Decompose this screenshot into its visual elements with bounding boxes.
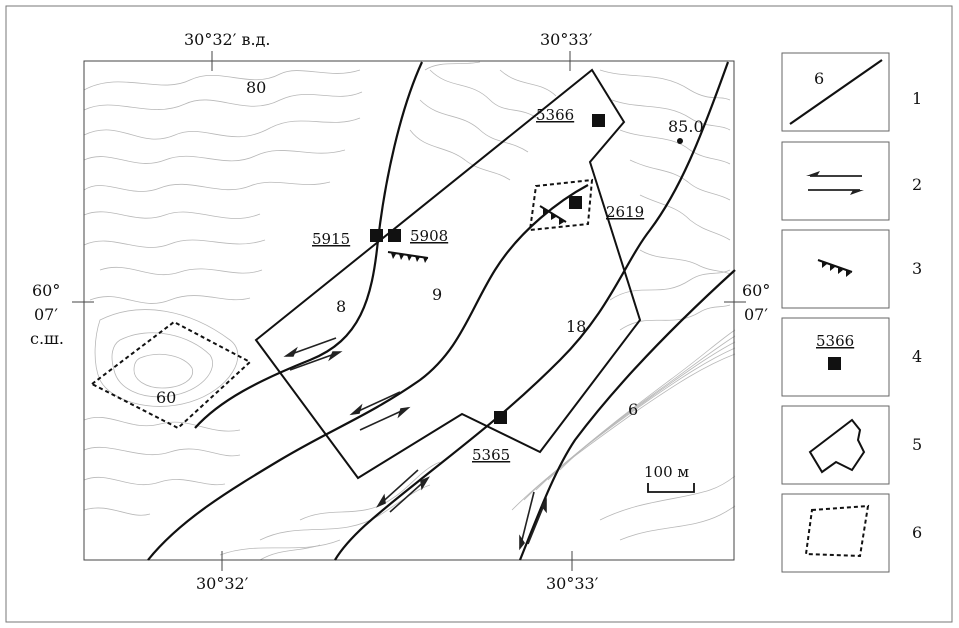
dashed-area-east [528, 178, 594, 232]
coord-ticks [72, 51, 746, 571]
block-label-8: 8 [336, 297, 346, 316]
slip-arrow-pair-4 [519, 491, 547, 551]
contour-label-60: 60 [156, 388, 176, 407]
outer-frame [5, 5, 953, 623]
legend-item-4: 5366 4 [781, 317, 922, 397]
coord-right-lat-deg: 60° [742, 281, 770, 300]
fault-east [334, 61, 730, 561]
coord-right-lat-min: 07′ [744, 305, 768, 324]
legend-item-6: 6 [781, 493, 922, 573]
fault-central [147, 184, 589, 561]
legend-item-1: 6 1 [781, 52, 922, 132]
slip-arrow-pair-1 [283, 337, 343, 371]
scarp-symbols [387, 205, 567, 263]
fault-west [194, 61, 424, 429]
legend-num-3: 3 [912, 259, 922, 278]
block-label-18: 18 [566, 317, 586, 336]
fault-southeast [518, 269, 736, 561]
site-marker-5366 [592, 114, 605, 127]
slip-arrows [283, 337, 547, 551]
site-marker-5908 [388, 229, 401, 242]
scarp-2619 [539, 205, 567, 225]
dashed-area-west [90, 320, 252, 430]
legend-1-sample-text: 6 [814, 69, 824, 88]
slip-arrow-pair-2 [349, 391, 411, 431]
legend-item-2: 2 [781, 141, 922, 221]
contour-label-80: 80 [246, 78, 266, 97]
faults [147, 61, 736, 561]
elevation-point-marker [677, 138, 683, 144]
slip-arrow-pair-3 [376, 469, 430, 513]
block-label-9: 9 [432, 285, 442, 304]
legend-num-1: 1 [912, 89, 922, 108]
legend-num-5: 5 [912, 435, 922, 454]
legend-num-6: 6 [912, 523, 922, 542]
coord-left-lat-deg: 60° [32, 281, 60, 300]
block-boundary [254, 68, 642, 480]
map-frame [83, 60, 735, 561]
scale-bar-graphic [647, 483, 695, 493]
legend-item-5: 5 [781, 405, 922, 485]
scale-label: 100 м [644, 463, 689, 481]
site-marker-5915 [370, 229, 383, 242]
legend-num-2: 2 [912, 175, 922, 194]
coord-top-right: 30°33′ [540, 30, 593, 49]
coord-bottom-right: 30°33′ [546, 574, 599, 593]
legend-num-4: 4 [912, 347, 922, 366]
site-marker-2619 [569, 196, 582, 209]
contour-lines [83, 61, 736, 561]
sites [370, 114, 683, 424]
coord-top-left: 30°32′ в.д. [184, 30, 270, 49]
coord-bottom-left: 30°32′ [196, 574, 249, 593]
scarp-5908 [387, 251, 429, 263]
site-label-5915: 5915 [312, 230, 350, 248]
coord-left-lat-label: с.ш. [30, 329, 64, 348]
legend-item-3: 3 [781, 229, 922, 309]
site-label-2619: 2619 [606, 203, 644, 221]
site-label-5366: 5366 [536, 106, 574, 124]
legend-4-sample-text: 5366 [816, 332, 854, 350]
site-marker-5365 [494, 411, 507, 424]
elevation-label: 85.0 [668, 117, 704, 136]
map-area: 80 60 85.0 8 9 18 6 5366 5915 5908 2619 … [30, 30, 770, 593]
block-label-6: 6 [628, 400, 638, 419]
legend: 6 1 2 3 5366 4 5 [781, 52, 922, 573]
site-label-5908: 5908 [410, 227, 448, 245]
site-label-5365: 5365 [472, 446, 510, 464]
coord-left-lat-min: 07′ [34, 305, 58, 324]
